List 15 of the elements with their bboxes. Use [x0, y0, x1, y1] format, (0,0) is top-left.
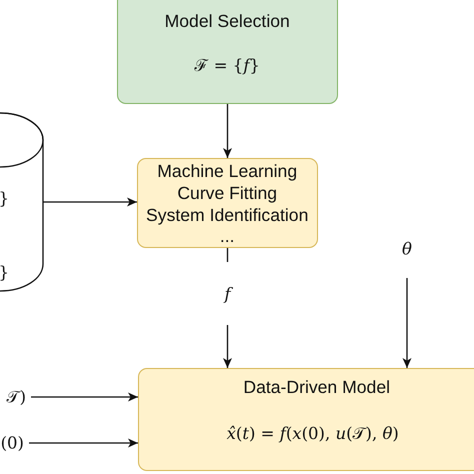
connector	[226, 248, 228, 262]
arrow	[223, 104, 232, 158]
arrow	[223, 325, 232, 368]
arrow	[31, 392, 138, 402]
arrow	[402, 278, 412, 368]
database-cylinder: } }	[0, 113, 43, 291]
process-box: Data-Driven Model x̂(t) = f(x(0), u(𝒯), θ)	[138, 368, 474, 471]
math-label: f	[222, 282, 233, 306]
process-box: Model Selection ℱ = {f}	[117, 0, 338, 104]
process-box: Machine Learning Curve Fitting System Identification ...	[137, 158, 318, 248]
arrow	[43, 198, 137, 206]
math-label: θ	[400, 236, 414, 262]
arrow	[29, 438, 138, 448]
math-label: (0)	[0, 430, 26, 456]
math-label: 𝒯)	[4, 384, 28, 410]
